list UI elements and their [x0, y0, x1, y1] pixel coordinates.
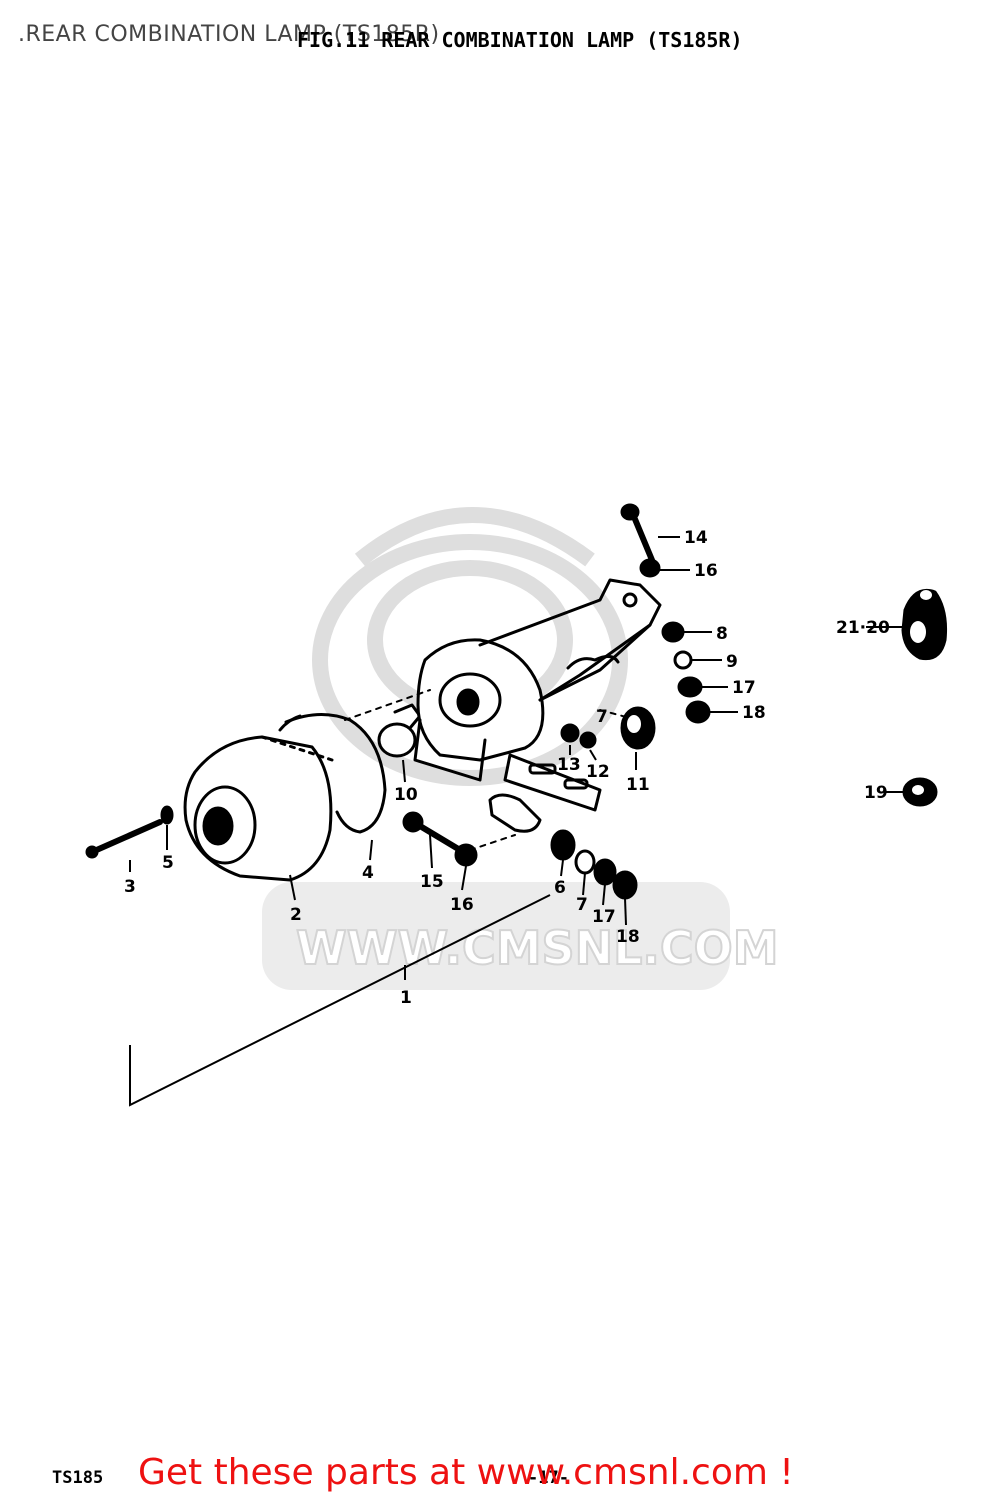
- scanned-figure-title: FIG.11 REAR COMBINATION LAMP (TS185R): [297, 28, 743, 52]
- lamp-assembly: [85, 503, 947, 900]
- lower-bolt: [402, 811, 463, 853]
- callout-7-upper: 7: [596, 707, 608, 727]
- assembly-guide-lines: [344, 689, 631, 851]
- side-hardware: [661, 621, 711, 724]
- mounting-bracket: [478, 578, 662, 702]
- callout-16-upper: 16: [694, 561, 718, 581]
- callout-6: 6: [554, 878, 566, 898]
- callout-13: 13: [557, 755, 581, 775]
- top-washer: [639, 558, 661, 578]
- callout-9: 9: [726, 652, 738, 672]
- callout-12: 12: [586, 762, 610, 782]
- page-number: -17-: [528, 1468, 569, 1488]
- lens-washer: [160, 805, 174, 825]
- callout-7-lower: 7: [576, 895, 588, 915]
- model-code: TS185: [52, 1468, 104, 1488]
- callout-5: 5: [162, 853, 174, 873]
- page-title: .REAR COMBINATION LAMP (TS185R): [18, 22, 440, 47]
- top-bolt: [620, 503, 655, 563]
- callout-21-20: 21·20: [836, 618, 890, 638]
- rear-reflector: [901, 589, 947, 661]
- watermark-text: WWW.CMSNL.COM: [296, 921, 779, 975]
- reflector-cushion: [620, 706, 656, 750]
- callout-10: 10: [394, 785, 418, 805]
- callout-3: 3: [124, 877, 136, 897]
- lamp-lens: [183, 735, 334, 882]
- get-parts-link[interactable]: Get these parts at www.cmsnl.com !: [138, 1452, 794, 1493]
- license-bracket: [488, 753, 602, 833]
- callout-8: 8: [716, 624, 728, 644]
- callout-17-upper: 17: [732, 678, 756, 698]
- callout-labels: 1 2 3 4 5 6 7 7 8 9 10 11 12 13 14 15 16…: [124, 528, 890, 1008]
- callout-17-lower: 17: [592, 907, 616, 927]
- callout-2: 2: [290, 905, 302, 925]
- callout-16-lower: 16: [450, 895, 474, 915]
- grommet: [902, 777, 938, 807]
- callout-1: 1: [400, 988, 412, 1008]
- callout-11: 11: [626, 775, 650, 795]
- callout-15: 15: [420, 872, 444, 892]
- bulb: [377, 703, 422, 758]
- callout-18-upper: 18: [742, 703, 766, 723]
- watermark: WWW.CMSNL.COM: [262, 507, 780, 990]
- callout-19: 19: [864, 783, 888, 803]
- leader-lines: [129, 536, 904, 1107]
- lamp-housing: [413, 638, 545, 782]
- callout-18-lower: 18: [616, 927, 640, 947]
- callout-4: 4: [362, 863, 374, 883]
- watermark-banner: [262, 882, 730, 990]
- small-washers: [560, 723, 597, 749]
- callout-14: 14: [684, 528, 708, 548]
- lens-screw: [85, 819, 163, 859]
- lens-gasket: [278, 712, 387, 834]
